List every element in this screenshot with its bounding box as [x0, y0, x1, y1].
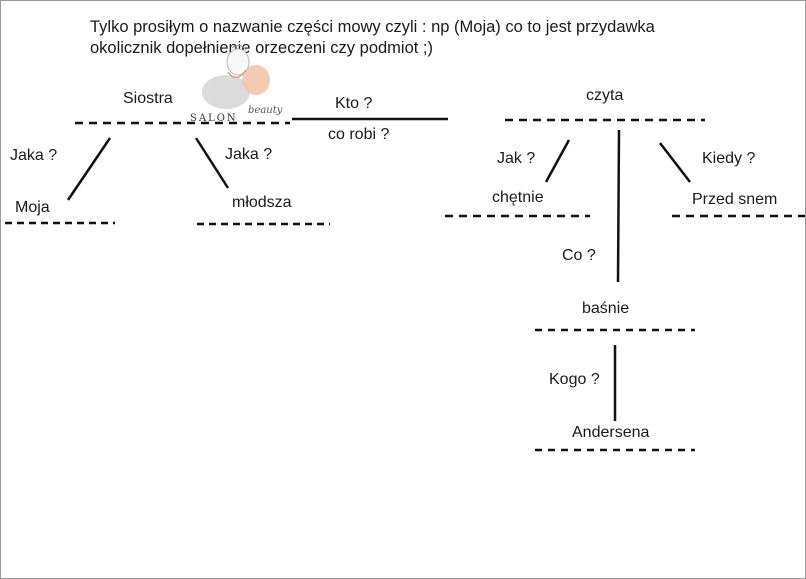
- node-siostra: Siostra: [123, 90, 173, 107]
- question-co: Co ?: [562, 247, 596, 264]
- question-co-robi: co robi ?: [328, 126, 390, 143]
- node-andersena: Andersena: [572, 424, 650, 441]
- question-kogo: Kogo ?: [549, 371, 600, 388]
- node-moja: Moja: [15, 199, 50, 216]
- czyta-przed-snem-line: [659, 142, 691, 183]
- node-czyta: czyta: [586, 87, 624, 104]
- czyta-chetnie-line: [544, 139, 571, 183]
- page-title: Tylko prosiłym o nazwanie części mowy cz…: [90, 17, 790, 59]
- salon-logo-graphic: [202, 44, 296, 120]
- question-jak: Jak ?: [497, 150, 536, 167]
- salon-logo: SALON beauty: [188, 40, 300, 132]
- node-basnie: baśnie: [582, 300, 630, 317]
- node-mlodsza: młodsza: [232, 194, 292, 211]
- title-line-1: Tylko prosiłym o nazwanie części mowy cz…: [90, 18, 655, 36]
- logo-script: beauty: [248, 105, 283, 116]
- question-kto: Kto ?: [335, 95, 373, 112]
- node-chetnie: chętnie: [492, 189, 544, 206]
- logo-text: SALON: [190, 113, 238, 124]
- question-kiedy: Kiedy ?: [702, 150, 756, 167]
- title-line-2: okolicznik dopełnienie orzeczeni czy pod…: [90, 39, 434, 57]
- siostra-mlodsza-line: [194, 137, 230, 189]
- siostra-moja-line: [66, 137, 112, 201]
- node-przed-snem: Przed snem: [692, 191, 778, 208]
- question-jaka-right: Jaka ?: [225, 146, 273, 163]
- czyta-basnie-line: [616, 129, 621, 283]
- question-jaka-left: Jaka ?: [10, 147, 58, 164]
